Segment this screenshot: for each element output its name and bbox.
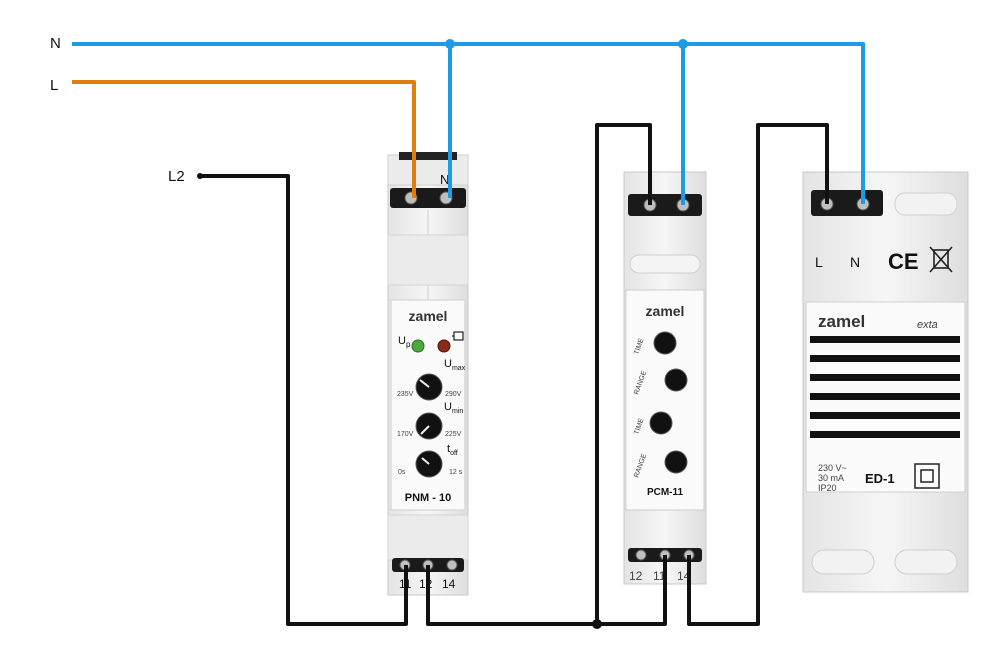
pnm-model: PNM - 10 [405, 492, 451, 504]
double-insulation-icon [914, 463, 940, 489]
pnm-term-12-label: 12 [419, 577, 433, 591]
pnm-top-label-n: N [440, 172, 449, 187]
ed-brand: zamel [818, 312, 865, 331]
pcm-term-12-label: 12 [629, 569, 643, 583]
pcm-front-panel [625, 289, 705, 511]
ce-mark: CE [888, 249, 919, 274]
live-wire [72, 80, 416, 198]
pnm-brand: zamel [409, 308, 448, 324]
ed-speaker-grille [810, 336, 960, 438]
pnm-toff-label: toff [447, 443, 458, 457]
l2-terminal-end [197, 173, 203, 179]
pnm-toff-low: 0s [398, 469, 406, 476]
neutral-junction-2 [678, 39, 688, 49]
pnm-umin-high: 225V [445, 431, 462, 438]
pcm-terminal-12[interactable] [635, 549, 647, 561]
load-junction [592, 619, 602, 629]
pnm-10-module: N zamel Up Umax 235V 290V Umin 170V 225V… [387, 152, 469, 596]
line-label-n: N [50, 35, 61, 52]
pcm-range-knob-1[interactable] [664, 450, 688, 474]
pnm-relay-led [437, 339, 451, 353]
pcm-term-11-label: 11 [653, 569, 666, 583]
ed-exta-logo: exta [917, 319, 938, 331]
pnm-umin-label: Umin [444, 401, 463, 415]
ed-spec-current: 30 mA [818, 473, 844, 483]
ed-spec-voltage: 230 V~ [818, 463, 847, 473]
pnm-umin-low: 170V [397, 431, 414, 438]
load-wires [200, 123, 829, 626]
ed-model: ED-1 [865, 471, 895, 486]
pnm-up-label: Up [398, 335, 411, 349]
pnm-umax-low: 235V [397, 391, 414, 398]
pnm-umax-label: Umax [444, 358, 466, 372]
pcm-brand: zamel [646, 303, 685, 319]
pnm-toff-high: 12 s [449, 469, 463, 476]
pnm-umax-high: 290V [445, 391, 462, 398]
pnm-term-14-label: 14 [442, 577, 456, 591]
neutral-junction-1 [445, 39, 455, 49]
pnm-terminal-14[interactable] [446, 559, 458, 571]
relay-icon [452, 331, 464, 341]
neutral-wire [72, 42, 865, 205]
pnm-top-terminal-block [390, 188, 466, 208]
line-label-l2: L2 [168, 168, 185, 185]
pcm-model: PCM-11 [647, 487, 684, 498]
ed-n-label: N [850, 254, 860, 270]
pcm-range-knob-2[interactable] [664, 368, 688, 392]
pcm-11-module: zamel TIME RANGE TIME RANGE PCM-11 12 11… [623, 171, 707, 585]
ed-l-label: L [815, 254, 823, 270]
pcm-top-terminal-block [628, 194, 702, 216]
ed-1-module: L N CE zamel exta 230 V~ 30 mA IP20 ED-1 [802, 171, 969, 593]
pnm-up-led [411, 339, 425, 353]
pcm-time-knob-2[interactable] [653, 331, 677, 355]
line-label-l: L [50, 77, 58, 94]
pcm-time-knob-1[interactable] [649, 411, 673, 435]
ed-spec-ip: IP20 [818, 483, 837, 493]
weee-bin-icon [929, 246, 953, 273]
